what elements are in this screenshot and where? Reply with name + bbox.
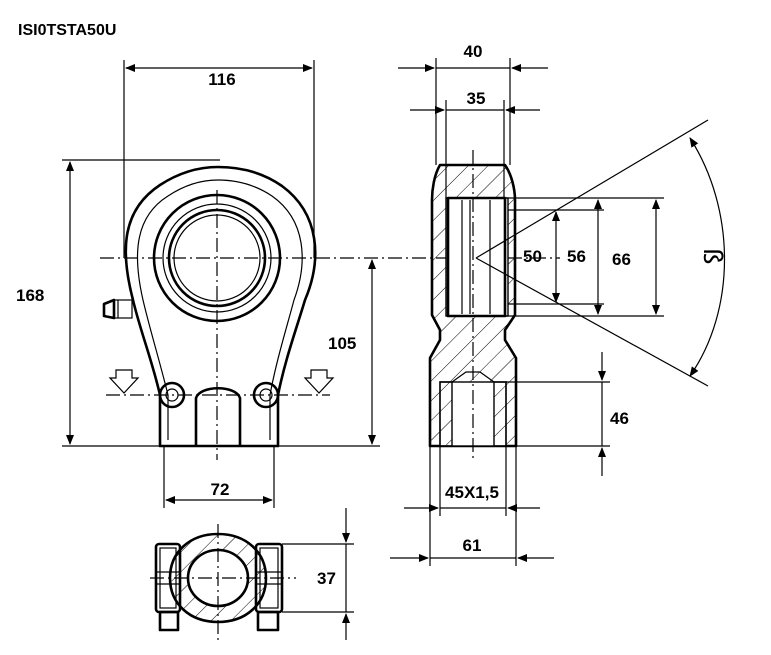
dim-40: 40 (464, 42, 483, 61)
bottom-screw-left (154, 542, 182, 632)
thread-slot (194, 386, 242, 446)
dim-thread: 45X1,5 (445, 483, 499, 502)
front-view: 116 168 105 72 (16, 60, 560, 508)
dim-50: 50 (523, 247, 542, 266)
dim-116: 116 (208, 70, 235, 89)
drawing-title: ISI0TSTA50U (18, 22, 116, 39)
dim-66: 66 (612, 250, 631, 269)
bottom-view: 37 (150, 508, 354, 640)
arrow-down-icon (108, 369, 140, 394)
side-view: ß 50 56 66 40 35 46 (390, 42, 727, 566)
dim-56: 56 (567, 247, 586, 266)
dim-168: 168 (16, 286, 44, 305)
bottom-screw-right (254, 542, 284, 632)
dim-35: 35 (467, 89, 486, 108)
angle-beta-label: ß (697, 248, 727, 264)
grease-nipple (102, 298, 133, 320)
arrow-down-icon (303, 369, 335, 394)
dim-61: 61 (463, 536, 482, 555)
dim-72: 72 (211, 480, 230, 499)
rod-end-body-outline (124, 165, 317, 448)
body-inner-outline (136, 179, 303, 440)
dim-37: 37 (317, 569, 336, 588)
dim-105: 105 (328, 334, 356, 353)
dim-46: 46 (610, 409, 629, 428)
